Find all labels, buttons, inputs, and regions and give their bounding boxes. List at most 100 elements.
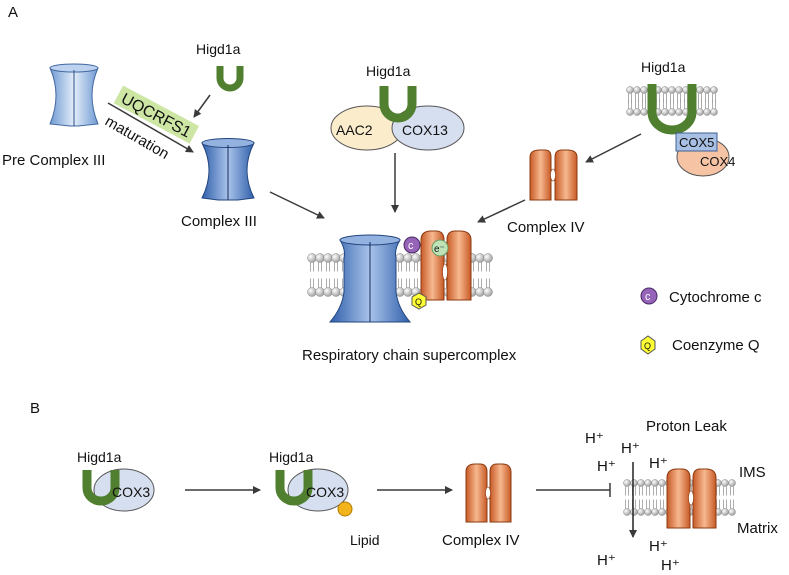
arrow-complex-iv-to-supercomplex (477, 199, 526, 223)
lipid-head (630, 479, 638, 487)
proton-symbol-4: H⁺ (649, 455, 668, 472)
lipid-head (323, 287, 333, 297)
proton-symbol-1: H⁺ (585, 430, 604, 447)
matrix-label: Matrix (737, 520, 778, 537)
electron-particle (431, 239, 449, 257)
lipid-head (331, 287, 341, 297)
cytochrome-c-particle (403, 236, 421, 254)
lipid-head (668, 86, 676, 94)
lipid-head (483, 253, 493, 263)
legend: c Cytochrome c Q Coenzyme Q (640, 287, 762, 355)
electron-symbol: e⁻ (434, 244, 445, 255)
higd1a-label-a2: Higd1a (366, 63, 411, 79)
lipid-head (651, 508, 659, 516)
lipid-head (728, 508, 736, 516)
cox5-box (675, 132, 718, 152)
complex-iii-label: Complex III (181, 213, 257, 230)
lipid-head (323, 253, 333, 263)
lipid-head (661, 86, 669, 94)
lipid-head (633, 86, 641, 94)
proton-symbol-6: H⁺ (649, 538, 668, 555)
lipid-head (675, 108, 683, 116)
lipid-head (315, 253, 325, 263)
lipid-head (637, 508, 645, 516)
cox3-label-b2: COX3 (306, 484, 344, 500)
legend-coenzyme-q-icon (640, 335, 656, 355)
higd1a-u-shape-b2 (275, 470, 313, 506)
lipid-head (644, 479, 652, 487)
lipid-head (658, 479, 666, 487)
lipid-head (623, 479, 631, 487)
supercomplex-complex-iii (328, 234, 412, 323)
lipid-head (703, 108, 711, 116)
legend-coenzyme-q-label: Coenzyme Q (672, 337, 760, 354)
coenzyme-q-symbol: Q (415, 297, 422, 307)
proton-symbol-7: H⁺ (661, 557, 680, 574)
higd1a-u-shape-b1 (82, 470, 120, 506)
lipid-circle (337, 501, 353, 517)
legend-cytochrome-c-symbol: c (645, 291, 651, 303)
lipid-head (703, 86, 711, 94)
lipid-head (633, 108, 641, 116)
lipid-head (661, 108, 669, 116)
cox5-label: COX5 (679, 135, 714, 150)
lipid-head (728, 479, 736, 487)
lipid-head (651, 479, 659, 487)
lipid-head (630, 508, 638, 516)
lipid-head (658, 508, 666, 516)
cytochrome-c-symbol: c (408, 240, 414, 252)
lipid-head (710, 86, 718, 94)
lipid-head (307, 287, 317, 297)
lipid-head (721, 508, 729, 516)
lipid-head (411, 253, 421, 263)
proton-leak-label: Proton Leak (646, 418, 727, 435)
lipid-head (623, 508, 631, 516)
lipid-head (644, 508, 652, 516)
lipid-head (395, 253, 405, 263)
arrow-higd1a-to-complex-iii (193, 94, 211, 118)
higd1a-label-b1: Higd1a (77, 449, 122, 465)
cox3-label-b1: COX3 (112, 484, 150, 500)
cox13-label: COX13 (402, 122, 448, 138)
cox4-label: COX4 (700, 154, 735, 169)
legend-coenzyme-q-symbol: Q (644, 341, 651, 351)
aac2-label: AAC2 (336, 122, 373, 138)
membrane-top-right (626, 86, 718, 116)
lipid-head (626, 86, 634, 94)
higd1a-u-shape-a3 (647, 84, 697, 135)
higd1a-label-b2: Higd1a (269, 449, 314, 465)
higd1a-label-a1: Higd1a (196, 41, 241, 57)
lipid-head (696, 108, 704, 116)
higd1a-u-shape-a2 (379, 86, 417, 123)
lipid-head (307, 253, 317, 263)
proton-symbol-5: H⁺ (597, 552, 616, 569)
proton-symbol-3: H⁺ (597, 458, 616, 475)
lipid-head (637, 479, 645, 487)
lipid-head (315, 287, 325, 297)
lipid-head (331, 253, 341, 263)
arrow-maturation (107, 102, 194, 153)
arrow-complex-iii-to-supercomplex (269, 191, 325, 219)
lipid-head (403, 253, 413, 263)
supercomplex-label: Respiratory chain supercomplex (302, 347, 517, 364)
arrow-higd1a-to-complex-iv (585, 133, 642, 163)
complex-iv-label-b: Complex IV (442, 532, 520, 549)
lipid-head (675, 86, 683, 94)
ims-label: IMS (739, 464, 766, 481)
panel-a-label: A (8, 4, 18, 21)
lipid-head (403, 287, 413, 297)
lipid-head (721, 479, 729, 487)
higd1a-label-a3: Higd1a (641, 59, 686, 75)
lipid-head (640, 86, 648, 94)
lipid-head (483, 287, 493, 297)
higd1a-u-shape-a1 (216, 66, 244, 92)
lipid-head (710, 108, 718, 116)
pre-complex-iii-shape (49, 63, 99, 127)
complex-iv-shape-b (465, 463, 512, 523)
coenzyme-q-particle (411, 292, 427, 310)
lipid-head (626, 108, 634, 116)
complex-iv-shape-leak (666, 468, 717, 529)
lipid-head (640, 108, 648, 116)
legend-cytochrome-c-label: Cytochrome c (669, 289, 762, 306)
